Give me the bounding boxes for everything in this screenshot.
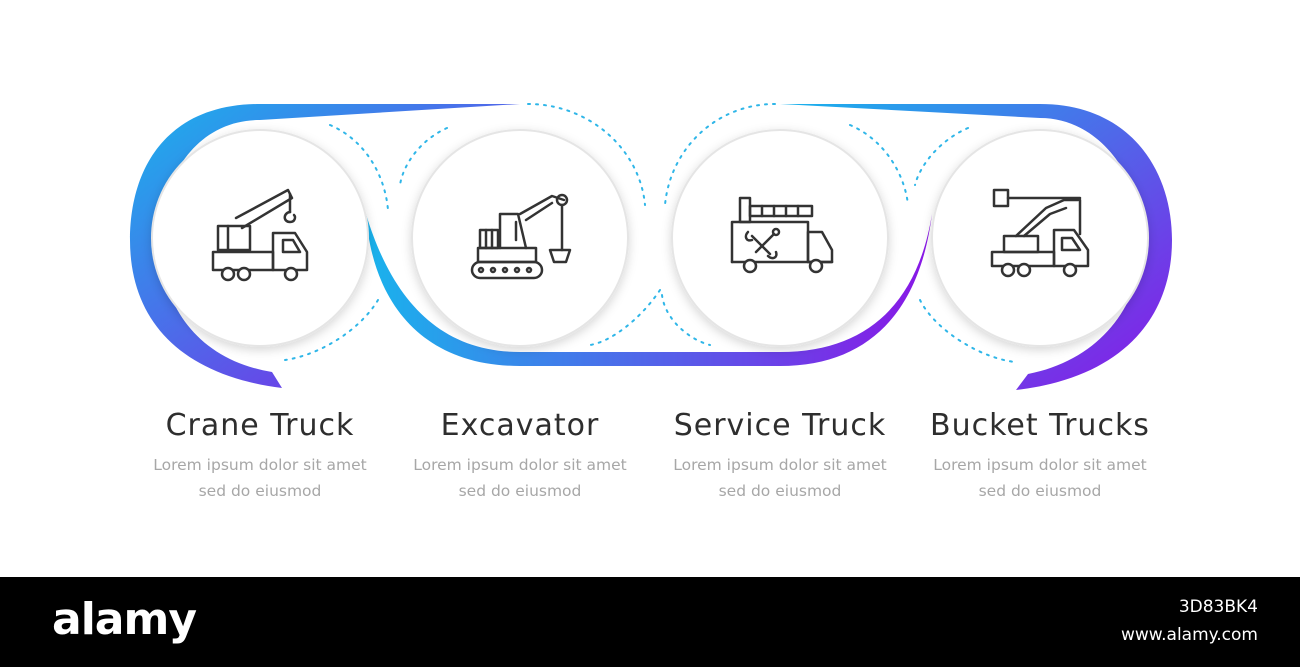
step-1-title: Crane Truck — [165, 408, 355, 443]
step-3-title: Service Truck — [673, 408, 887, 443]
crane-truck-icon — [211, 188, 309, 282]
watermark-bar — [0, 577, 1300, 667]
step-2-description: Lorem ipsum dolor sit amet sed do eiusmo… — [390, 452, 650, 504]
step-4-desc-line-2: sed do eiusmod — [978, 482, 1102, 500]
step-circle-2 — [411, 129, 629, 347]
step-2-desc-line-1: Lorem ipsum dolor sit amet — [413, 456, 627, 474]
watermark-url: www.alamy.com — [1120, 625, 1258, 645]
step-4-desc-line-1: Lorem ipsum dolor sit amet — [933, 456, 1147, 474]
dotted-connectors — [284, 103, 1016, 363]
step-1-desc-line-2: sed do eiusmod — [198, 482, 322, 500]
step-circle-3 — [671, 129, 889, 347]
watermark-logo: alamy — [52, 594, 197, 645]
step-3-desc-line-2: sed do eiusmod — [718, 482, 842, 500]
service-truck-icon — [730, 196, 834, 274]
step-1-description: Lorem ipsum dolor sit amet sed do eiusmo… — [130, 452, 390, 504]
step-4-description: Lorem ipsum dolor sit amet sed do eiusmo… — [910, 452, 1170, 504]
step-3-description: Lorem ipsum dolor sit amet sed do eiusmo… — [650, 452, 910, 504]
bucket-truck-icon — [990, 188, 1090, 278]
step-circle-4 — [931, 129, 1149, 347]
watermark-image-id: 3D83BK4 — [1178, 597, 1258, 617]
step-1-desc-line-1: Lorem ipsum dolor sit amet — [153, 456, 367, 474]
infographic — [130, 103, 1172, 390]
step-4-title: Bucket Trucks — [930, 408, 1150, 443]
step-circle-1 — [151, 129, 369, 347]
step-2-title: Excavator — [440, 408, 600, 443]
step-2-desc-line-2: sed do eiusmod — [458, 482, 582, 500]
step-3-desc-line-1: Lorem ipsum dolor sit amet — [673, 456, 887, 474]
excavator-icon — [470, 193, 572, 280]
